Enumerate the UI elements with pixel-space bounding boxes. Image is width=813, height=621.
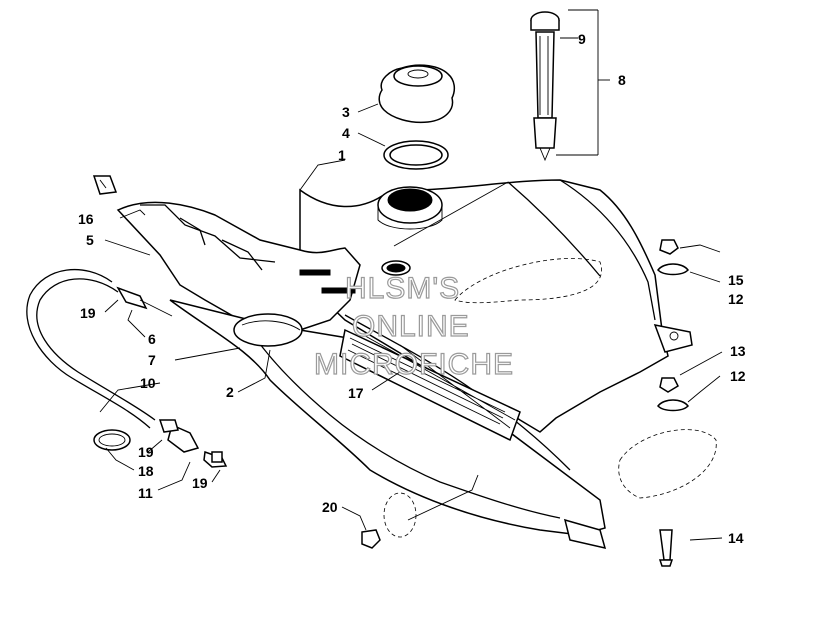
callout-12-lower: 12 <box>730 368 746 384</box>
callout-10: 10 <box>140 375 156 391</box>
callout-11: 11 <box>138 485 153 501</box>
callout-18: 18 <box>138 463 154 479</box>
watermark: HLSM'S ONLINE MICROFICHE <box>313 271 514 381</box>
watermark-line-3: MICROFICHE <box>314 348 514 381</box>
callout-7: 7 <box>148 352 156 368</box>
watermark-line-1: HLSM'S <box>345 272 460 305</box>
clip-19 <box>158 419 223 463</box>
bolt-14 <box>658 529 674 567</box>
fuel-tank <box>299 179 669 433</box>
tank-mount-bracket <box>653 324 693 353</box>
callout-14: 14 <box>728 530 744 546</box>
callout-16: 16 <box>78 211 94 227</box>
callout-4: 4 <box>342 125 350 141</box>
gasket <box>383 140 449 170</box>
callout-12-upper: 12 <box>728 291 744 307</box>
nut-15 <box>657 239 689 276</box>
callout-labels: 1 2 3 4 5 6 7 8 9 10 11 12 12 13 14 15 1… <box>78 31 746 546</box>
callout-1: 1 <box>338 147 346 163</box>
callout-8: 8 <box>618 72 626 88</box>
nut-13 <box>657 377 689 412</box>
fuel-gauge-sender <box>530 11 560 162</box>
bracket-16 <box>92 175 118 195</box>
callout-19-lower: 19 <box>192 475 208 491</box>
heat-shield <box>618 429 717 499</box>
callout-6: 6 <box>148 331 156 347</box>
callout-15: 15 <box>728 272 744 288</box>
hose-clamp <box>93 429 131 451</box>
fuel-hose <box>26 269 156 429</box>
callout-3: 3 <box>342 104 350 120</box>
watermark-line-2: ONLINE <box>352 310 470 343</box>
tank-shroud <box>116 201 607 550</box>
hose-fitting <box>116 286 173 317</box>
callout-19-middle: 19 <box>138 444 154 460</box>
callout-17: 17 <box>348 385 364 401</box>
gas-cap <box>378 64 456 124</box>
callout-9: 9 <box>578 31 586 47</box>
nut-20 <box>361 492 417 549</box>
callout-19-upper: 19 <box>80 305 96 321</box>
callout-5: 5 <box>86 232 94 248</box>
callout-20: 20 <box>322 499 338 515</box>
leader-lines <box>99 9 723 541</box>
callout-2: 2 <box>226 384 234 400</box>
callout-13: 13 <box>730 343 746 359</box>
